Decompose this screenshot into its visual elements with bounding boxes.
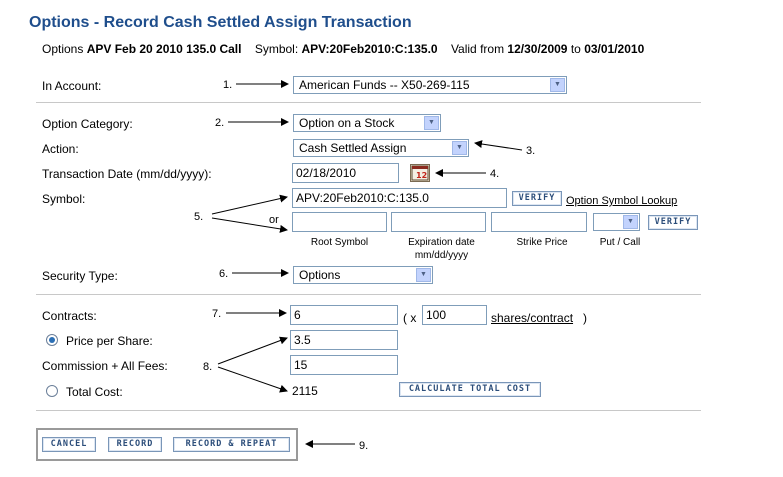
contracts-input[interactable]: 6 (290, 305, 398, 325)
divider (36, 410, 701, 411)
commission-input[interactable]: 15 (290, 355, 398, 375)
verify-button[interactable]: VERIFY (512, 191, 562, 206)
action-select[interactable]: Cash Settled Assign ▼ (293, 139, 469, 157)
callout-3: 3. (526, 145, 536, 157)
action-label: Action: (42, 142, 79, 156)
chevron-down-icon: ▼ (424, 116, 439, 130)
put-call-select[interactable]: ▼ (593, 213, 640, 231)
chevron-down-icon: ▼ (550, 78, 565, 92)
contracts-label: Contracts: (42, 309, 97, 323)
callout-2: 2. (215, 117, 225, 129)
expiration-caption: Expiration date mm/dd/yyyy (391, 236, 492, 262)
info-symbol-label: Symbol: (254, 42, 299, 56)
symbol-label: Symbol: (42, 192, 86, 206)
total-cost-radio[interactable] (46, 385, 58, 397)
chevron-down-icon: ▼ (452, 141, 467, 155)
strike-price-input[interactable] (491, 212, 587, 232)
shares-contract-link[interactable]: shares/contract (491, 311, 574, 325)
cancel-button[interactable]: CANCEL (42, 437, 96, 452)
multiplier-close-paren: ) (583, 311, 587, 325)
arrow-5a (211, 194, 288, 215)
arrow-8a (217, 336, 288, 365)
info-symbol-value: APV:20Feb2010:C:135.0 (301, 42, 438, 56)
category-label: Option Category: (42, 117, 133, 131)
category-select-value: Option on a Stock (299, 116, 395, 130)
expiration-caption-format: mm/dd/yyyy (414, 250, 469, 261)
account-label: In Account: (42, 79, 102, 93)
price-per-share-radio[interactable] (46, 334, 58, 346)
put-call-caption: Put / Call (599, 237, 641, 248)
expiration-caption-line1: Expiration date (408, 237, 475, 248)
calendar-icon-graphic: 12 (411, 165, 429, 181)
callout-8: 8. (203, 361, 213, 373)
commission-label: Commission + All Fees: (42, 359, 168, 373)
divider (36, 102, 701, 103)
chevron-down-icon: ▼ (416, 268, 431, 282)
multiplier-open-paren: ( x (403, 311, 417, 325)
callout-7: 7. (212, 308, 222, 320)
action-select-value: Cash Settled Assign (299, 141, 407, 155)
option-info-line: Options APV Feb 20 2010 135.0 Call Symbo… (42, 42, 644, 56)
valid-from-date: 12/30/2009 (507, 42, 568, 56)
account-select-value: American Funds -- X50-269-115 (299, 78, 470, 92)
callout-9: 9. (359, 440, 369, 452)
calculate-total-cost-button[interactable]: CALCULATE TOTAL COST (399, 382, 541, 397)
svg-text:12: 12 (416, 171, 427, 180)
valid-to-date: 03/01/2010 (584, 42, 645, 56)
option-name: APV Feb 20 2010 135.0 Call (86, 42, 242, 56)
callout-4: 4. (490, 168, 500, 180)
price-per-share-label: Price per Share: (66, 334, 153, 348)
transaction-date-input[interactable]: 02/18/2010 (292, 163, 399, 183)
category-select[interactable]: Option on a Stock ▼ (293, 114, 441, 132)
chevron-down-icon: ▼ (623, 215, 638, 229)
callout-1: 1. (223, 79, 233, 91)
shares-per-contract-input[interactable]: 100 (422, 305, 487, 325)
security-type-label: Security Type: (42, 269, 118, 283)
info-prefix: Options (42, 42, 84, 56)
arrow-5b (211, 217, 288, 233)
calendar-icon[interactable]: 12 (410, 164, 430, 182)
valid-to-label: to (570, 42, 581, 56)
record-and-repeat-button[interactable]: RECORD & REPEAT (173, 437, 290, 452)
expiration-date-input[interactable] (391, 212, 486, 232)
total-cost-label: Total Cost: (66, 385, 123, 399)
security-type-select[interactable]: Options ▼ (293, 266, 433, 284)
callout-5: 5. (194, 211, 204, 223)
total-cost-value: 2115 (292, 384, 318, 398)
arrow-8b (217, 366, 288, 393)
or-label: or (269, 214, 279, 226)
symbol-input[interactable]: APV:20Feb2010:C:135.0 (292, 188, 507, 208)
date-label: Transaction Date (mm/dd/yyyy): (42, 167, 212, 181)
callout-6: 6. (219, 268, 229, 280)
divider (36, 294, 701, 295)
account-select[interactable]: American Funds -- X50-269-115 ▼ (293, 76, 567, 94)
security-type-value: Options (299, 268, 341, 282)
root-symbol-caption: Root Symbol (310, 237, 369, 248)
root-symbol-input[interactable] (292, 212, 387, 232)
price-per-share-input[interactable]: 3.5 (290, 330, 398, 350)
arrow-3 (474, 140, 523, 151)
page-title: Options - Record Cash Settled Assign Tra… (29, 14, 412, 31)
valid-from-label: Valid from (450, 42, 505, 56)
strike-price-caption: Strike Price (516, 237, 568, 248)
action-button-group (36, 428, 298, 461)
option-symbol-lookup-link[interactable]: Option Symbol Lookup (566, 195, 678, 207)
verify-button-2[interactable]: VERIFY (648, 215, 698, 230)
record-button[interactable]: RECORD (108, 437, 162, 452)
